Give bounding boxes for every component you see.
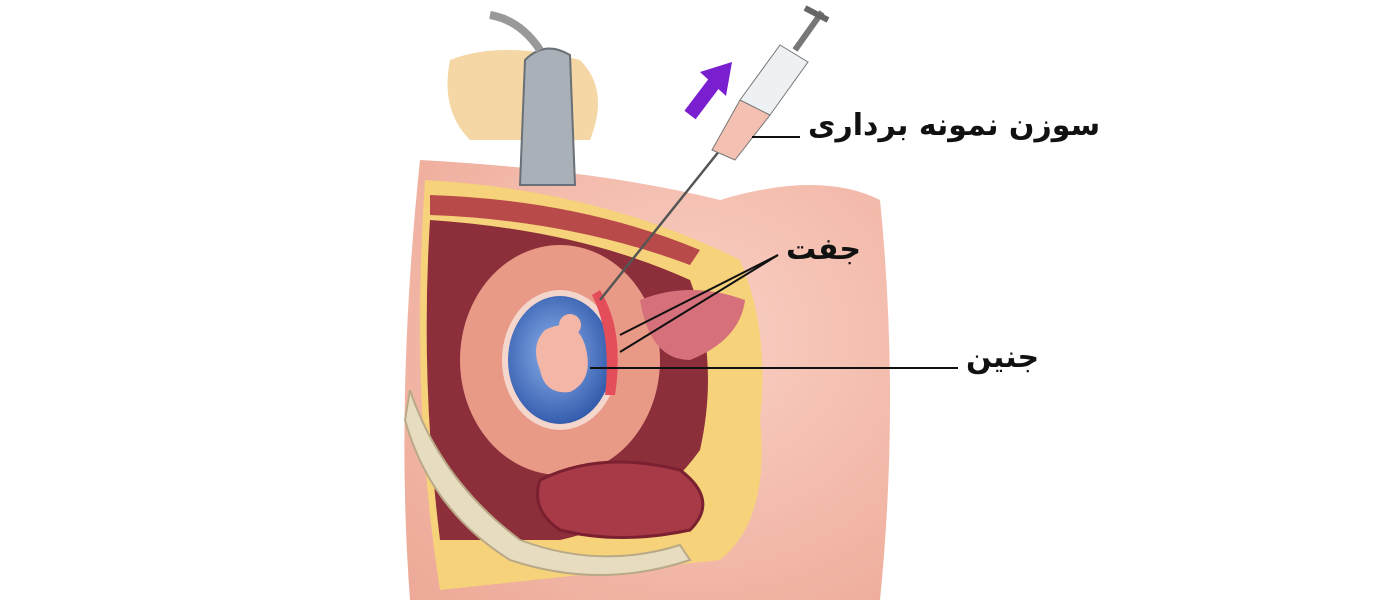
fetus xyxy=(536,325,588,393)
placenta-leader-1 xyxy=(619,254,779,336)
label-sampling-needle: سوزن نمونه برداری xyxy=(808,108,1101,143)
withdraw-arrow-icon xyxy=(684,62,732,120)
intestines xyxy=(536,460,705,539)
ultrasound-probe xyxy=(518,47,577,186)
placenta-leader-2 xyxy=(619,254,779,353)
abdominal-muscle xyxy=(430,195,700,265)
bladder xyxy=(640,290,745,360)
spine xyxy=(403,389,692,576)
syringe xyxy=(599,5,830,301)
label-fetus: جنین xyxy=(966,340,1040,375)
label-placenta: جفت xyxy=(786,232,861,267)
